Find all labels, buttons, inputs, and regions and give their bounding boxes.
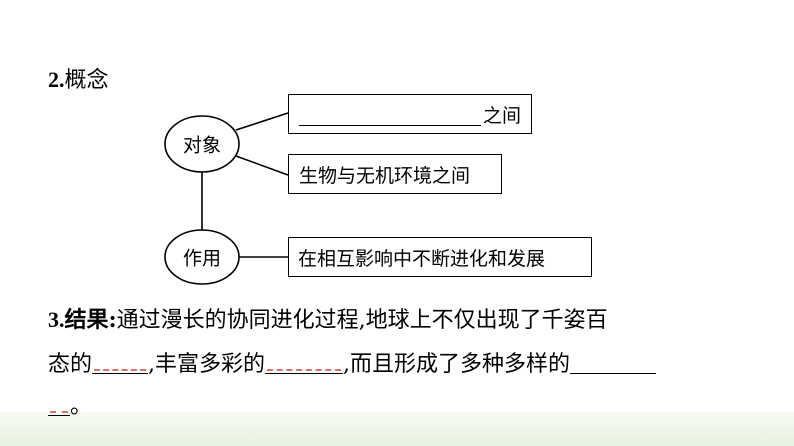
answer-mark (94, 366, 147, 371)
node-action-label: 作用 (182, 247, 222, 270)
blank-ecosystems-continued[interactable] (48, 391, 70, 416)
box-development-text: 在相互影响中不断进化和发展 (298, 247, 546, 270)
box-bio-env: 生物与无机环境之间 (288, 154, 502, 194)
section-2-title: 概念 (64, 68, 109, 93)
line2-part1: 态的 (48, 352, 93, 377)
answer-mark (50, 408, 68, 413)
blank-fill-line[interactable] (299, 103, 481, 126)
connector-object-bio-env (235, 155, 289, 176)
node-object-ellipse (164, 115, 240, 173)
section-2-number: 2. (48, 67, 65, 92)
bottom-decor-band (0, 412, 794, 446)
blank-ecosystems[interactable] (570, 349, 657, 374)
section-3-line-1: 3.结果:通过漫长的协同进化过程,地球上不仅出现了千姿百 (48, 302, 608, 334)
line3-end: 。 (70, 394, 93, 419)
node-object-label: 对象 (182, 134, 222, 157)
blank-ecosystem-variety[interactable] (265, 349, 344, 374)
box-between-blank: 之间 (288, 94, 532, 134)
blank-species[interactable] (92, 349, 149, 374)
section-3-line1-text: 通过漫长的协同进化过程,地球上不仅出现了千姿百 (116, 308, 608, 333)
section-3-line-2: 态的 ,丰富多彩的 ,而且形成了多种多样的 (48, 346, 657, 378)
section-2-heading: 2.概念 (48, 62, 109, 94)
section-3-line-3: 。 (48, 388, 92, 420)
box-development: 在相互影响中不断进化和发展 (288, 237, 592, 277)
answer-mark (267, 366, 342, 371)
node-action-ellipse (164, 229, 240, 285)
line2-part3: ,而且形成了多种多样的 (343, 352, 571, 377)
box-bio-env-text: 生物与无机环境之间 (299, 164, 471, 187)
connector-object-between (235, 112, 289, 131)
box-between-suffix: 之间 (483, 104, 522, 127)
section-3-label: 结果: (64, 307, 117, 333)
section-3-number: 3. (48, 307, 65, 332)
line2-part2: ,丰富多彩的 (148, 352, 266, 377)
